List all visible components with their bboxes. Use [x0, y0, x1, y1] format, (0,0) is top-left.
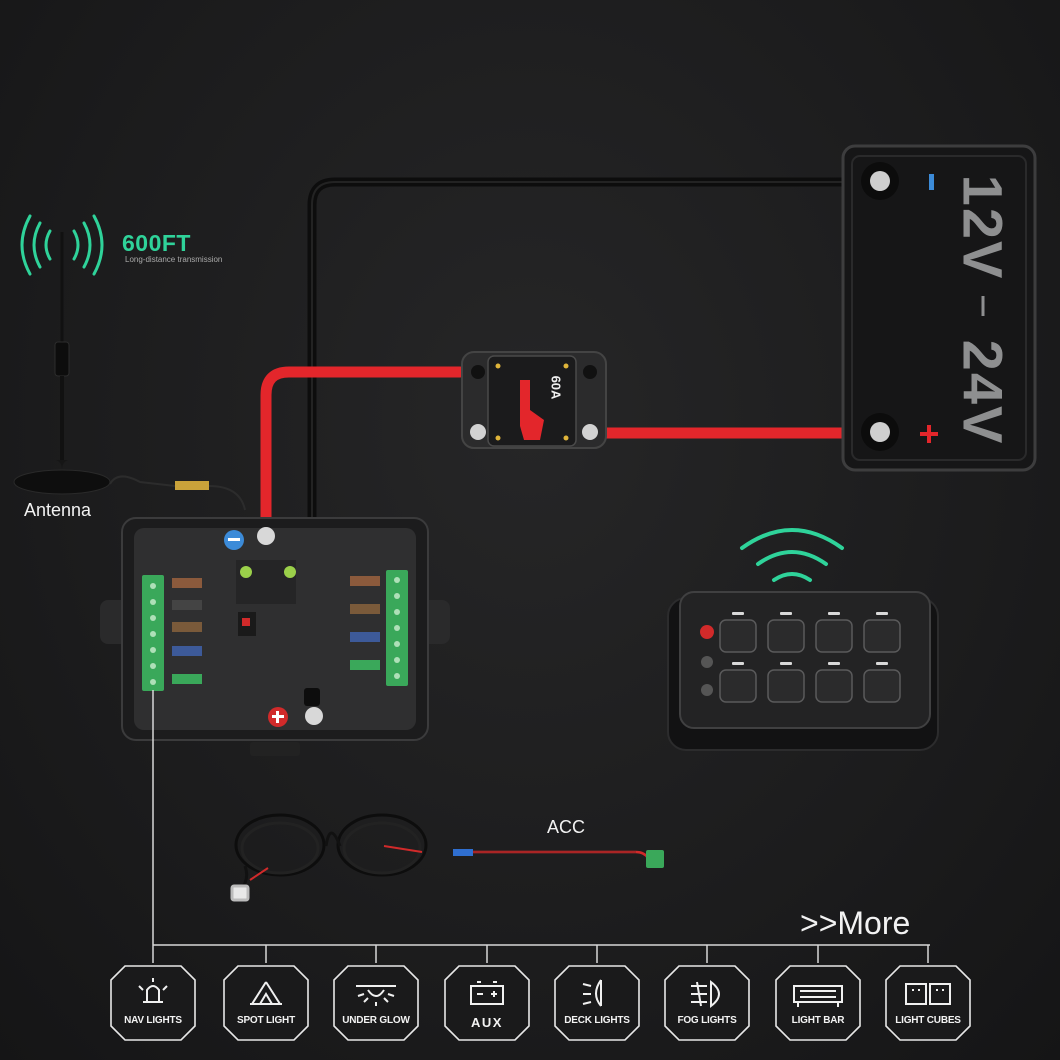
switch-panel: [667, 591, 939, 751]
wireless-signal-icon: [20, 214, 104, 276]
spot-light-icon-glyph: [250, 981, 282, 1005]
light-bar-icon: [793, 985, 843, 1007]
light-cube-icon: [905, 983, 951, 1005]
battery-voltage-top-text: 12V: [951, 174, 1015, 281]
acc-label: ACC: [547, 817, 586, 837]
negative-terminal-icon: [224, 530, 244, 550]
positive-cable: [260, 366, 466, 526]
battery-voltage-bottom: 24V: [948, 320, 1018, 450]
range-caption: Long-distance transmission: [125, 255, 223, 264]
under-glow-icon: [356, 985, 396, 1006]
accessory-label: UNDER GLOW: [342, 1015, 410, 1026]
antenna-label: Antenna: [24, 500, 92, 520]
under-glow-icon-glyph: [356, 985, 396, 1006]
nav-light-icon-glyph: [138, 978, 168, 1003]
battery: [841, 144, 1037, 472]
wireless-signal-icon-panel: [740, 528, 844, 582]
battery-voltage-top: 12V: [948, 155, 1018, 285]
battery-aux-icon: [470, 981, 504, 1005]
circuit-breaker: [461, 351, 607, 449]
accessory-label: SPOT LIGHT: [236, 1015, 295, 1026]
accessory-connector-lines: [152, 690, 930, 963]
relay-box: [100, 517, 450, 756]
antenna-connector: [175, 481, 209, 490]
nav-light-icon: [138, 978, 168, 1003]
positive-marker-icon: [920, 425, 938, 443]
fog-light-icon: [691, 979, 720, 1009]
fuse-rating-text: 60A: [548, 375, 564, 400]
battery-aux-icon-glyph: [470, 981, 504, 1005]
accessory-label: LIGHT CUBES: [895, 1015, 961, 1026]
light-bar-icon-glyph: [793, 985, 843, 1007]
positive-terminal-icon: [268, 707, 288, 727]
negative-marker-icon: [929, 174, 934, 190]
spot-light-icon: [250, 981, 282, 1005]
accessory-tile: [885, 965, 971, 1041]
light-cube-icon-glyph: [905, 983, 951, 1005]
more-label: >>More: [800, 905, 911, 941]
acc-wire: [453, 849, 664, 868]
accessory-tile: [554, 965, 640, 1041]
battery-voltage-bottom-text: 24V: [951, 339, 1015, 446]
accessory-label: LIGHT BAR: [791, 1015, 845, 1026]
accessory-label: NAV LIGHTS: [124, 1015, 182, 1026]
fog-light-icon-glyph: [691, 979, 720, 1009]
antenna: [13, 232, 246, 511]
range-value: 600FT: [122, 230, 191, 256]
wire-harness: [230, 813, 428, 902]
accessory-label: FOG LIGHTS: [677, 1015, 737, 1026]
deck-light-icon: [582, 979, 602, 1007]
deck-light-icon-glyph: [582, 979, 602, 1007]
accessory-label: AUX: [471, 1015, 503, 1030]
fuse-rating: 60A: [543, 370, 569, 410]
accessory-label: DECK LIGHTS: [564, 1015, 630, 1026]
